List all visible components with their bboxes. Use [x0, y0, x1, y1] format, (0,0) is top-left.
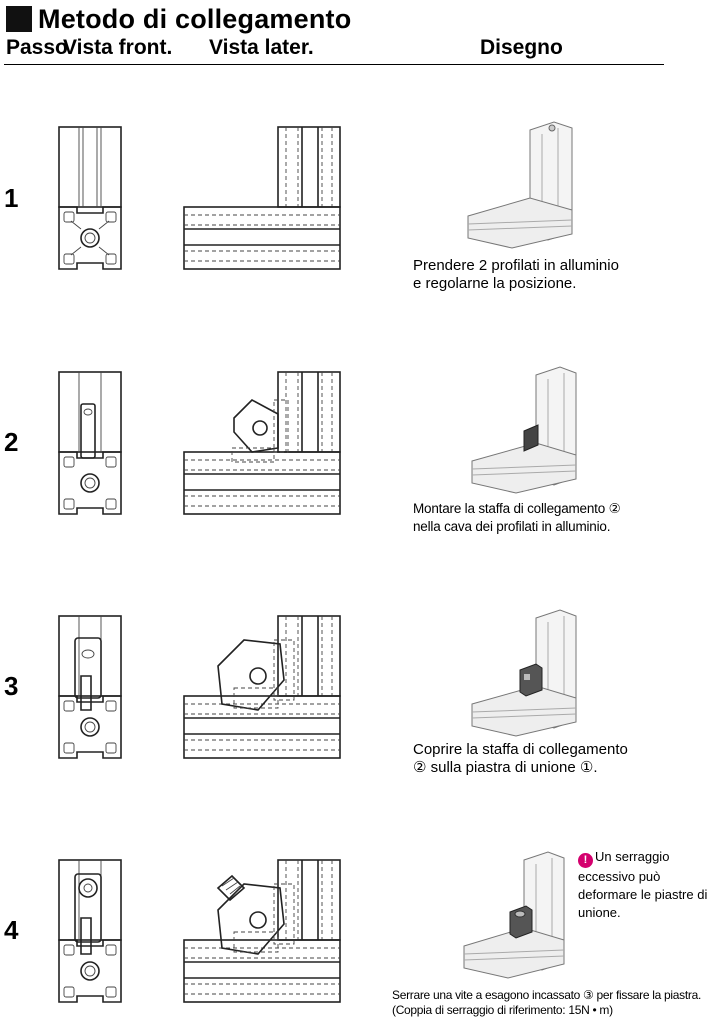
- front-view-step-4: [58, 859, 122, 1003]
- step-number-2: 2: [4, 427, 19, 457]
- col-header-front: Vista front.: [63, 36, 173, 59]
- iso-drawing-step-1: [467, 121, 573, 249]
- step-description-2: Montare la staffa di collegamento ② nell…: [413, 501, 621, 534]
- col-header-side: Vista later.: [209, 36, 314, 59]
- col-header-drawing: Disegno: [480, 36, 563, 59]
- iso-drawing-step-3: [471, 609, 577, 737]
- col-header-step: Passo: [6, 36, 68, 59]
- step-description-1: Prendere 2 profilati in alluminio e rego…: [413, 257, 619, 292]
- warning-note: !Un serraggio eccessivo può deformare le…: [578, 848, 718, 922]
- front-view-step-2: [58, 371, 122, 515]
- step-description-4: Serrare una vite a esagono incassato ③ p…: [392, 988, 701, 1017]
- step-number-3: 3: [4, 671, 19, 701]
- step-number-4: 4: [4, 915, 19, 945]
- side-view-step-1: [183, 126, 341, 270]
- iso-drawing-step-2: [471, 366, 577, 494]
- iso-drawing-step-4: [463, 851, 565, 979]
- header-rule: [4, 64, 664, 65]
- page-title: Metodo di collegamento: [38, 3, 352, 34]
- front-view-step-1: [58, 126, 122, 270]
- side-view-step-2: [183, 371, 341, 515]
- header-square-icon: [6, 6, 32, 32]
- front-view-step-3: [58, 615, 122, 759]
- step-description-3: Coprire la staffa di collegamento ② sull…: [413, 741, 628, 776]
- warning-icon: !: [578, 853, 593, 868]
- warning-note-text: Un serraggio eccessivo può deformare le …: [578, 849, 708, 920]
- step-number-1: 1: [4, 183, 19, 213]
- side-view-step-4: [183, 859, 341, 1003]
- section-header: Metodo di collegamento: [6, 4, 351, 34]
- side-view-step-3: [183, 615, 341, 759]
